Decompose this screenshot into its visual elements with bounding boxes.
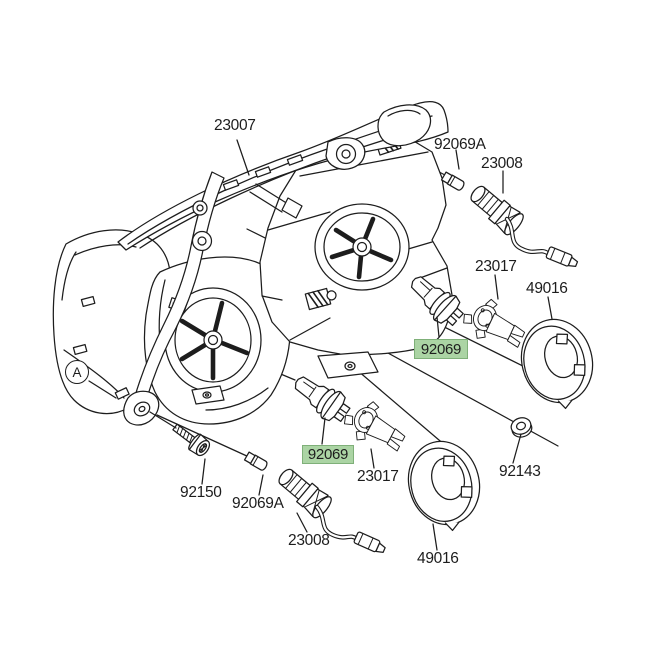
socket-top-drawing	[465, 180, 580, 270]
headlamp-bracket-drawing	[117, 101, 449, 426]
callout-23008-bottom: 23008	[288, 532, 330, 549]
callout-23017-top: 23017	[475, 258, 517, 275]
callout-49016-bottom: 49016	[417, 550, 459, 567]
bulb-holder-top-drawing	[456, 291, 532, 356]
view-marker-a: A	[65, 360, 89, 384]
wedge-bulb-top-drawing	[440, 171, 466, 192]
leader-screw	[149, 411, 177, 429]
washer-drawing	[508, 414, 535, 441]
ring-cover-bottom-drawing	[398, 432, 491, 540]
callout-92143: 92143	[499, 463, 541, 480]
callout-23008-top: 23008	[481, 155, 523, 172]
callout-92069a-top: 92069A	[434, 136, 486, 153]
wedge-bulb-bottom-drawing	[243, 451, 269, 472]
callout-leader-lines	[88, 139, 553, 551]
callout-49016-top: 49016	[526, 280, 568, 297]
screw-drawing	[172, 423, 211, 457]
callout-92069a-bottom: 92069A	[232, 495, 284, 512]
callout-92150: 92150	[180, 484, 222, 501]
callout-92069-top-highlighted[interactable]: 92069	[414, 339, 468, 359]
socket-bottom-drawing	[273, 463, 388, 556]
callout-23017-bottom: 23017	[357, 468, 399, 485]
ring-cover-top-drawing	[511, 310, 604, 418]
headlight-housing-drawing	[191, 132, 453, 405]
callout-92069-bottom-highlighted[interactable]: 92069	[302, 445, 354, 464]
callout-23007: 23007	[214, 117, 256, 134]
h7-bulb-bottom-drawing	[287, 367, 356, 429]
